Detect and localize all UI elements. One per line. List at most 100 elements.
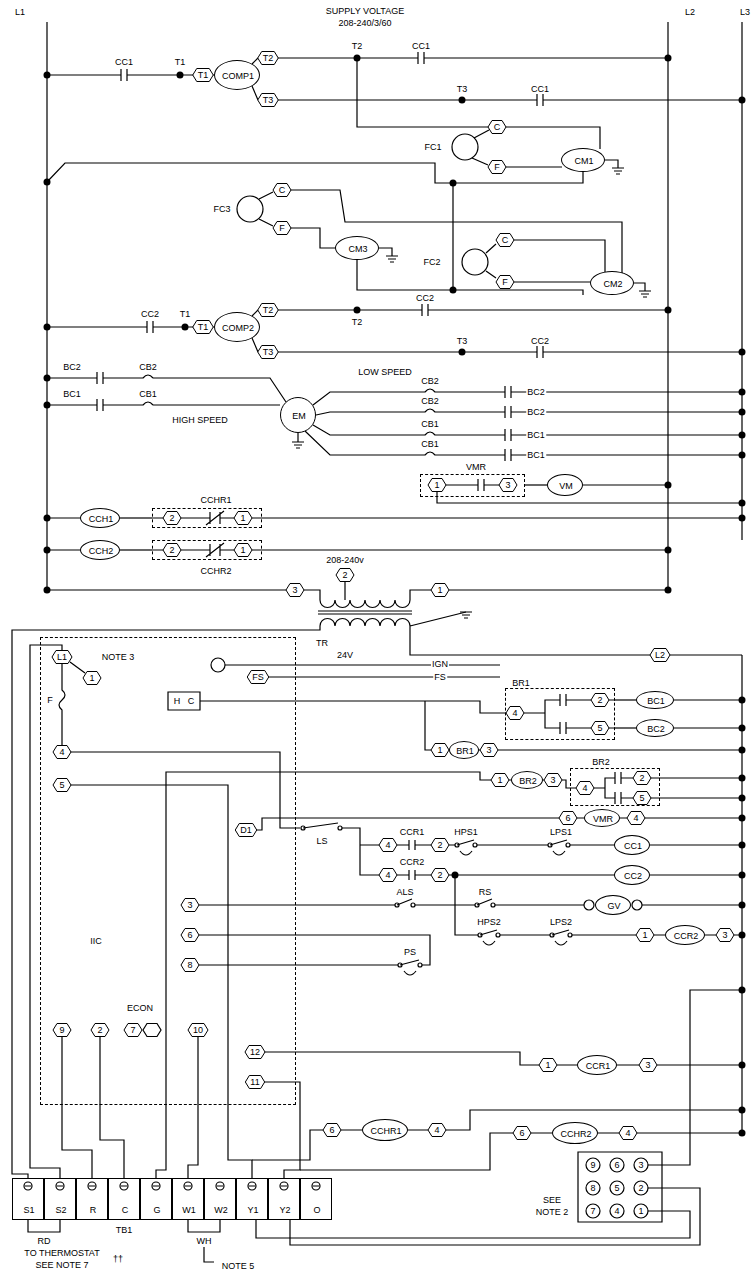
component-coil: CM1 xyxy=(561,148,605,172)
wiring-circle xyxy=(739,452,746,459)
terminal-number: 2 xyxy=(638,773,645,783)
component-coil: VMR xyxy=(584,809,620,827)
terminal-number: 8 xyxy=(186,960,193,970)
wiring-circle xyxy=(418,963,422,967)
terminal-number: 1 xyxy=(436,585,443,595)
component-label: Y1 xyxy=(246,1205,259,1215)
terminal: Y1 xyxy=(236,1178,268,1220)
wire-label: CB2 xyxy=(138,362,158,372)
component-label: VMR xyxy=(593,814,613,824)
component-coil: CCHR1 xyxy=(362,1119,408,1141)
terminal: O xyxy=(300,1178,332,1220)
wiring-circle xyxy=(634,1158,648,1172)
hex-outline xyxy=(499,479,517,492)
wiring-circle xyxy=(739,775,746,782)
wire-label: T1 xyxy=(179,309,192,319)
terminal: S1 xyxy=(12,1178,44,1220)
terminal-number: C xyxy=(278,185,287,195)
wiring-circle xyxy=(739,1130,746,1137)
wiring-path xyxy=(437,479,742,503)
wiring-circle xyxy=(237,196,263,222)
hex-outline xyxy=(52,651,72,664)
hex-outline xyxy=(247,671,269,684)
wiring-circle xyxy=(739,987,746,994)
component-label: IIC xyxy=(89,936,103,946)
terminal-number: 6 xyxy=(518,1128,525,1138)
wiring-circle xyxy=(398,963,402,967)
wiring-circle xyxy=(473,843,477,847)
terminal-number: T2 xyxy=(262,53,275,63)
hex-outline xyxy=(258,94,279,107)
wiring-circle xyxy=(462,249,488,275)
wiring-circle xyxy=(739,725,746,732)
component-coil: CCHR2 xyxy=(552,1122,598,1144)
wiring-circle xyxy=(301,826,305,830)
terminal-number: T3 xyxy=(262,95,275,105)
hex-outline xyxy=(245,1046,265,1059)
wire-label: L1 xyxy=(14,7,26,17)
terminal-number: 4 xyxy=(384,870,391,880)
component-label: EM xyxy=(292,411,306,421)
hex-outline xyxy=(513,1127,531,1140)
wire-label: CC1 xyxy=(530,84,550,94)
wiring-circle xyxy=(739,872,746,879)
hex-outline xyxy=(619,1127,637,1140)
wire-label: BC1 xyxy=(526,430,546,440)
component-label: CM3 xyxy=(348,244,367,254)
wiring-circle xyxy=(739,97,746,104)
component-label: R xyxy=(89,1205,98,1215)
hex-outline xyxy=(193,321,214,334)
terminal-number: C xyxy=(501,235,510,245)
hex-outline xyxy=(181,959,199,972)
wire-label: BC1 xyxy=(62,389,82,399)
hex-outline xyxy=(591,694,609,707)
wire-label: CC1 xyxy=(411,41,431,51)
component-label: CCHR2 xyxy=(199,566,232,576)
wiring-circle xyxy=(177,72,184,79)
wire-label: HIGH SPEED xyxy=(171,415,229,425)
component-label: BR2 xyxy=(519,776,537,786)
component-label: W1 xyxy=(181,1205,197,1215)
wire-label: CC2 xyxy=(140,309,160,319)
terminal-number: 4 xyxy=(384,840,391,850)
hex-outline xyxy=(258,304,279,317)
component-label: CCH1 xyxy=(89,514,114,524)
wiring-path xyxy=(47,58,618,295)
wiring-circle xyxy=(739,902,746,909)
terminal-number: 3 xyxy=(721,930,728,940)
wire-label: LS xyxy=(315,836,328,846)
wiring-path xyxy=(156,701,742,1178)
terminal-number: L2 xyxy=(654,650,666,660)
component-label: Y2 xyxy=(278,1205,291,1215)
wire-label: LOW SPEED xyxy=(357,367,413,377)
wire-label: L2 xyxy=(684,7,696,17)
terminal-number: 2 xyxy=(436,870,443,880)
component-coil: CCR2 xyxy=(665,925,705,945)
wiring-circle xyxy=(44,402,51,409)
terminal-number: C xyxy=(493,122,502,132)
wiring-circle xyxy=(452,872,459,879)
wiring-circle xyxy=(739,842,746,849)
terminal-number: FS xyxy=(251,672,265,682)
wire-label: FC2 xyxy=(422,257,441,267)
wiring-circle xyxy=(610,1204,624,1218)
wiring-circle xyxy=(459,349,466,356)
wiring-circle xyxy=(739,500,746,507)
terminal-number: 1 xyxy=(496,775,503,785)
hex-outline xyxy=(431,869,449,882)
wire-label: C xyxy=(187,696,196,706)
hex-outline xyxy=(488,121,506,134)
terminal-number: 1 xyxy=(433,480,440,490)
wire-label: NOTE 2 xyxy=(535,1207,570,1217)
terminal-number: 5 xyxy=(596,723,603,733)
component-label: CM1 xyxy=(574,156,593,166)
hex-outline xyxy=(258,52,279,65)
hex-outline xyxy=(53,1024,71,1037)
wiring-circle xyxy=(586,1181,600,1195)
wire-label: FS xyxy=(433,672,447,682)
wire-label: FC3 xyxy=(212,204,231,214)
component-label: CCHR2 xyxy=(560,1129,591,1139)
hex-outline xyxy=(83,672,101,685)
wiring-circle xyxy=(739,1107,746,1114)
